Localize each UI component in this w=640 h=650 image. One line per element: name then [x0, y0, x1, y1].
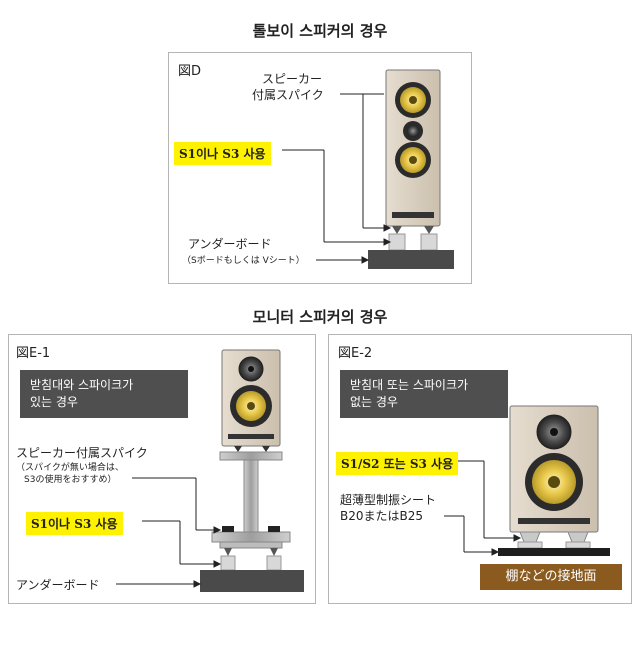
figure-d-spike-label-line1: スピーカー — [262, 72, 323, 86]
figure-d-label: 図D — [178, 64, 202, 79]
figure-e2-label: 図E-2 — [338, 346, 373, 361]
tallboy-section-title: 톨보이 스피커의 경우 — [252, 22, 388, 40]
figure-e2-sheet-label-line1: 超薄型制振シート — [340, 493, 437, 507]
figure-d-recommendation-highlight: S1이나 S3 사용 — [174, 142, 271, 165]
figure-d-spike-label-line2: 付属スパイク — [252, 88, 324, 102]
figure-e1-recommendation-highlight: S1이나 S3 사용 — [26, 512, 123, 535]
floor-surface-label: 棚などの接地面 — [480, 564, 622, 590]
figure-e1-condition-line1: 받침대와 스파이크가 — [30, 378, 134, 392]
figure-e1-spike-sublabel1: （スパイクが無い場合は、 — [16, 463, 124, 473]
figure-d-board-label: アンダーボード — [188, 237, 272, 251]
figure-e1-condition-line2: 있는 경우 — [30, 395, 78, 409]
figure-e1-board-label: アンダーボード — [16, 578, 100, 592]
figure-e1-label: 図E-1 — [16, 346, 51, 361]
figure-e1-condition-box: 받침대와 스파이크가 있는 경우 — [20, 370, 188, 418]
figure-e2-condition-line1: 받침대 또는 스파이크가 — [350, 378, 469, 392]
figure-d-board-sublabel: （Sボードもしくは Vシート） — [182, 256, 305, 266]
figure-e1-spike-label: スピーカー付属スパイク — [16, 446, 148, 460]
figure-e1-spike-sublabel2: S3の使用をおすすめ） — [24, 475, 117, 485]
figure-e2-recommendation-highlight: S1/S2 또는 S3 사용 — [336, 452, 459, 475]
figure-e2-condition-box: 받침대 또는 스파이크가 없는 경우 — [340, 370, 508, 418]
figure-e2-condition-line2: 없는 경우 — [350, 395, 398, 409]
figure-e2-sheet-label-line2: B20またはB25 — [340, 509, 424, 523]
monitor-section-title: 모니터 스피커의 경우 — [252, 308, 388, 326]
